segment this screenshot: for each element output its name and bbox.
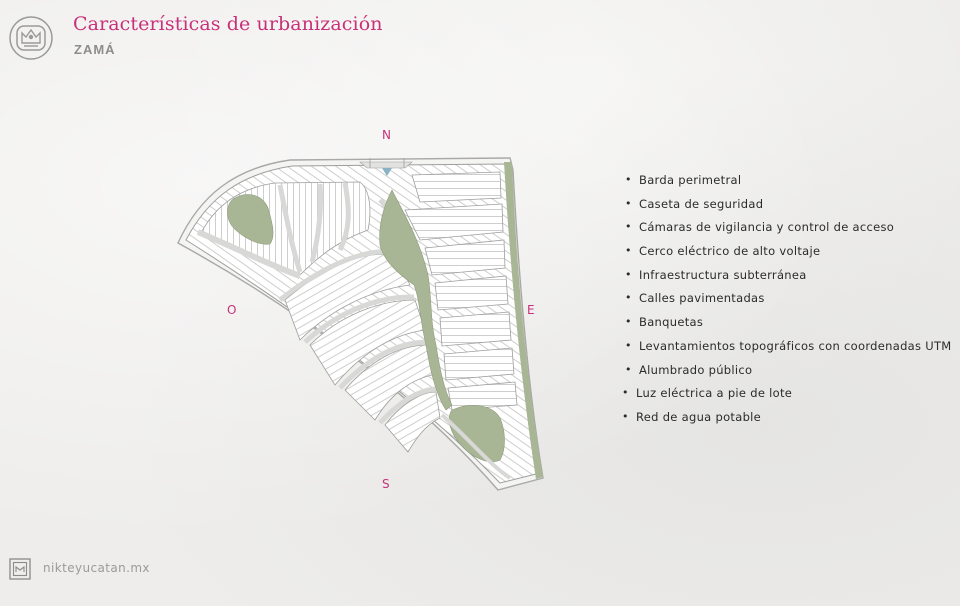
- green-area-south: [448, 405, 505, 463]
- green-perimeter-strip: [504, 162, 543, 479]
- list-item: •Levantamientos topográficos con coorden…: [625, 338, 952, 353]
- development-name: ZAMÁ: [74, 42, 116, 57]
- page-title: Características de urbanización: [73, 13, 383, 35]
- green-area-northwest: [227, 194, 274, 245]
- list-item: •Cámaras de vigilancia y control de acce…: [625, 220, 895, 235]
- website-link[interactable]: nikteyucatan.mx: [43, 561, 150, 575]
- features-list: •Barda perimetral •Caseta de seguridad •…: [622, 170, 952, 431]
- nikte-small-logo-icon: [9, 558, 31, 580]
- compass-north: N: [382, 128, 392, 142]
- list-item: •Luz eléctrica a pie de lote: [622, 386, 793, 401]
- compass-east: E: [527, 303, 536, 317]
- central-linear-park: [379, 189, 453, 411]
- list-item: •Caseta de seguridad: [625, 196, 764, 211]
- list-item: •Barda perimetral: [625, 173, 742, 187]
- list-item: •Banquetas: [625, 315, 704, 330]
- compass-west: O: [227, 303, 237, 317]
- list-item: •Red de agua potable: [622, 409, 762, 424]
- compass-south: S: [382, 477, 391, 491]
- list-item: •Alumbrado público: [625, 362, 753, 377]
- site-plan-map: [177, 157, 544, 491]
- list-item: •Calles pavimentadas: [625, 291, 765, 306]
- entrance-gate: [359, 161, 413, 169]
- list-item: •Cerco eléctrico de alto voltaje: [625, 244, 821, 259]
- nikte-logo-icon: [9, 16, 53, 60]
- list-item: •Infraestructura subterránea: [625, 267, 807, 282]
